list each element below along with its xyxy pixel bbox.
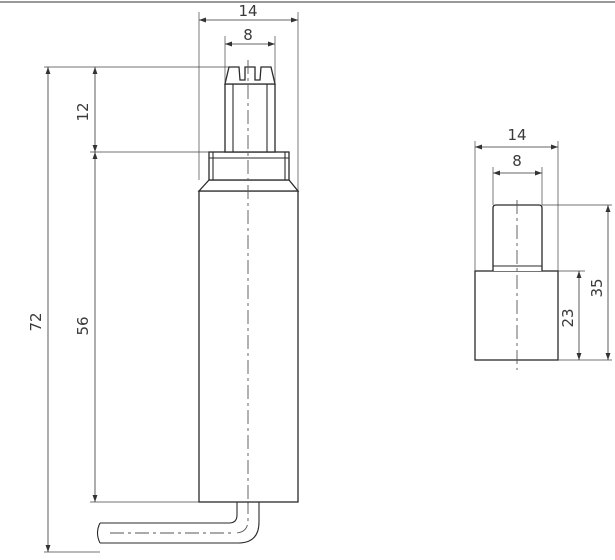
bent-rod: [96, 500, 260, 544]
collar: [197, 151, 300, 192]
left-view: 14 8 12 56 72: [27, 2, 300, 553]
dim-overall-width: 14: [238, 2, 257, 20]
striker-base: [474, 270, 559, 361]
striker-dim-body-height: 23: [559, 308, 577, 327]
right-view: 14 8 23 35: [474, 126, 612, 370]
striker-dim-total-height: 35: [588, 278, 606, 297]
dim-body-height: 56: [74, 316, 92, 335]
striker-pin: [492, 204, 543, 271]
dim-total-height: 72: [27, 312, 45, 331]
dim-pin-height: 12: [74, 102, 92, 121]
dim-pin-width: 8: [243, 26, 253, 44]
body-cylinder: [198, 190, 299, 503]
slotted-pin: [224, 66, 276, 153]
striker-dim-pin-width: 8: [512, 152, 522, 170]
striker-dim-overall-width: 14: [507, 126, 526, 144]
